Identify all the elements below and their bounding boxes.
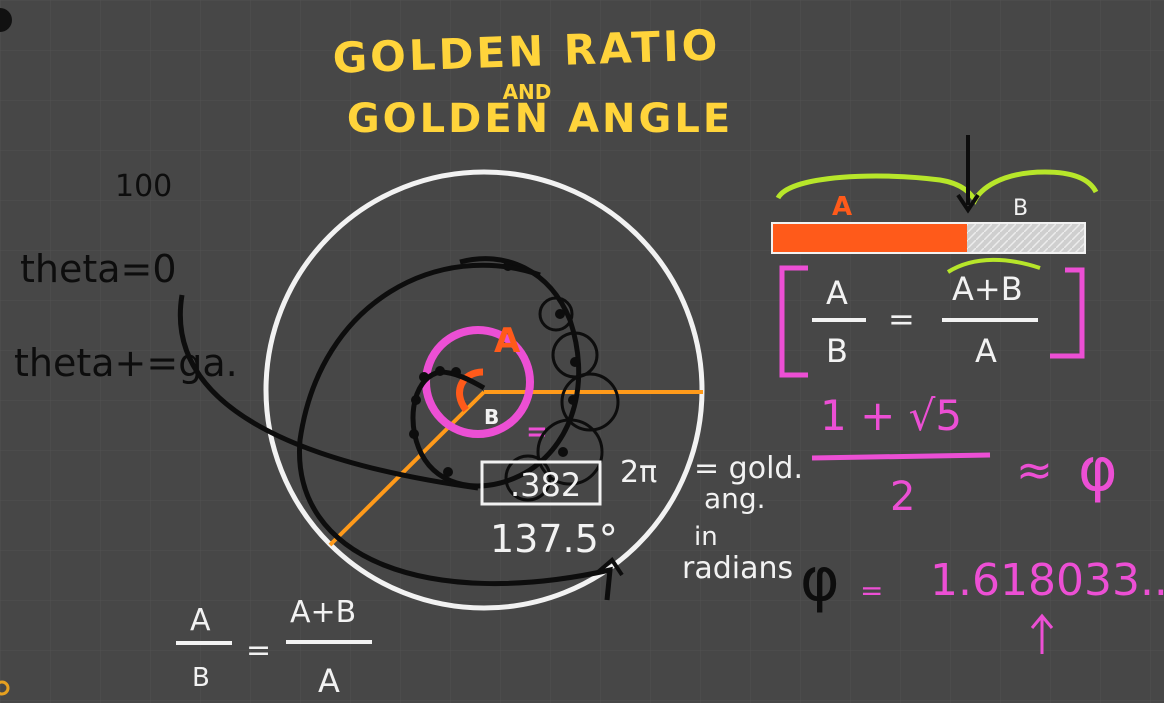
corner-button-icon[interactable] (0, 8, 12, 32)
bar-segment-a (772, 223, 967, 253)
ratio-num-left: A (826, 274, 848, 312)
bar-segment-b-hatch (967, 223, 1085, 253)
in-label: in (694, 522, 718, 552)
phi-fraction-bar (811, 452, 991, 461)
bottom-num-right: A+B (290, 595, 356, 630)
bottom-den-right: A (318, 662, 340, 700)
phi-numerator: 1 + √5 (820, 391, 962, 440)
two-pi-label: 2π (620, 455, 657, 490)
split-arrowhead (956, 193, 980, 214)
ratio-den-left: B (826, 332, 848, 370)
degrees-label: 137.5° (490, 517, 618, 561)
bottom-equals: = (246, 633, 271, 668)
seed-circles (504, 296, 620, 502)
bracket-left (779, 265, 808, 378)
seed-dots (409, 261, 580, 477)
orange-arc-a (456, 368, 484, 413)
ratio-den-right: A (975, 332, 997, 370)
ang-label: ang. (704, 482, 766, 515)
label-b-spiral: B (484, 405, 499, 429)
bar-label-b: B (1013, 196, 1028, 221)
phi-value-number: 1.618033.... (930, 555, 1164, 606)
ratio-num-right: A+B (952, 270, 1023, 308)
label-equals-spiral: = (526, 417, 548, 447)
ray-golden-angle (328, 390, 486, 547)
phi-value-symbol: φ (800, 545, 840, 615)
decimal-box (480, 460, 602, 506)
bottom-den-left: B (192, 663, 210, 693)
theta-init-label: theta=0 (20, 247, 177, 291)
radians-label: radians (682, 551, 793, 586)
phi-arrowhead (1030, 613, 1054, 629)
title-line-3: GOLDEN ANGLE (347, 96, 733, 142)
brace-a-plus-b (946, 257, 1041, 274)
gold-label: = gold. (694, 451, 803, 486)
bottom-num-left: A (190, 603, 211, 638)
count-label: 100 (115, 169, 172, 204)
bracket-right (1050, 267, 1085, 359)
decimal-label: .382 (510, 466, 581, 504)
corner-color-icon[interactable] (0, 680, 10, 696)
arrowhead (596, 557, 624, 577)
swoop-big (297, 262, 613, 601)
title-line-2: AND (503, 80, 552, 104)
swoop-outer (177, 294, 479, 491)
bar-label-a: A (832, 192, 852, 222)
phi-symbol: φ (1078, 435, 1118, 505)
phi-approx: ≈ (1016, 445, 1053, 496)
bar-outline (771, 222, 1086, 254)
phi-denominator: 2 (890, 474, 915, 520)
ratio-equals: = (888, 300, 915, 338)
phi-value-equals: = (860, 574, 883, 607)
label-a-spiral: A (494, 321, 521, 361)
